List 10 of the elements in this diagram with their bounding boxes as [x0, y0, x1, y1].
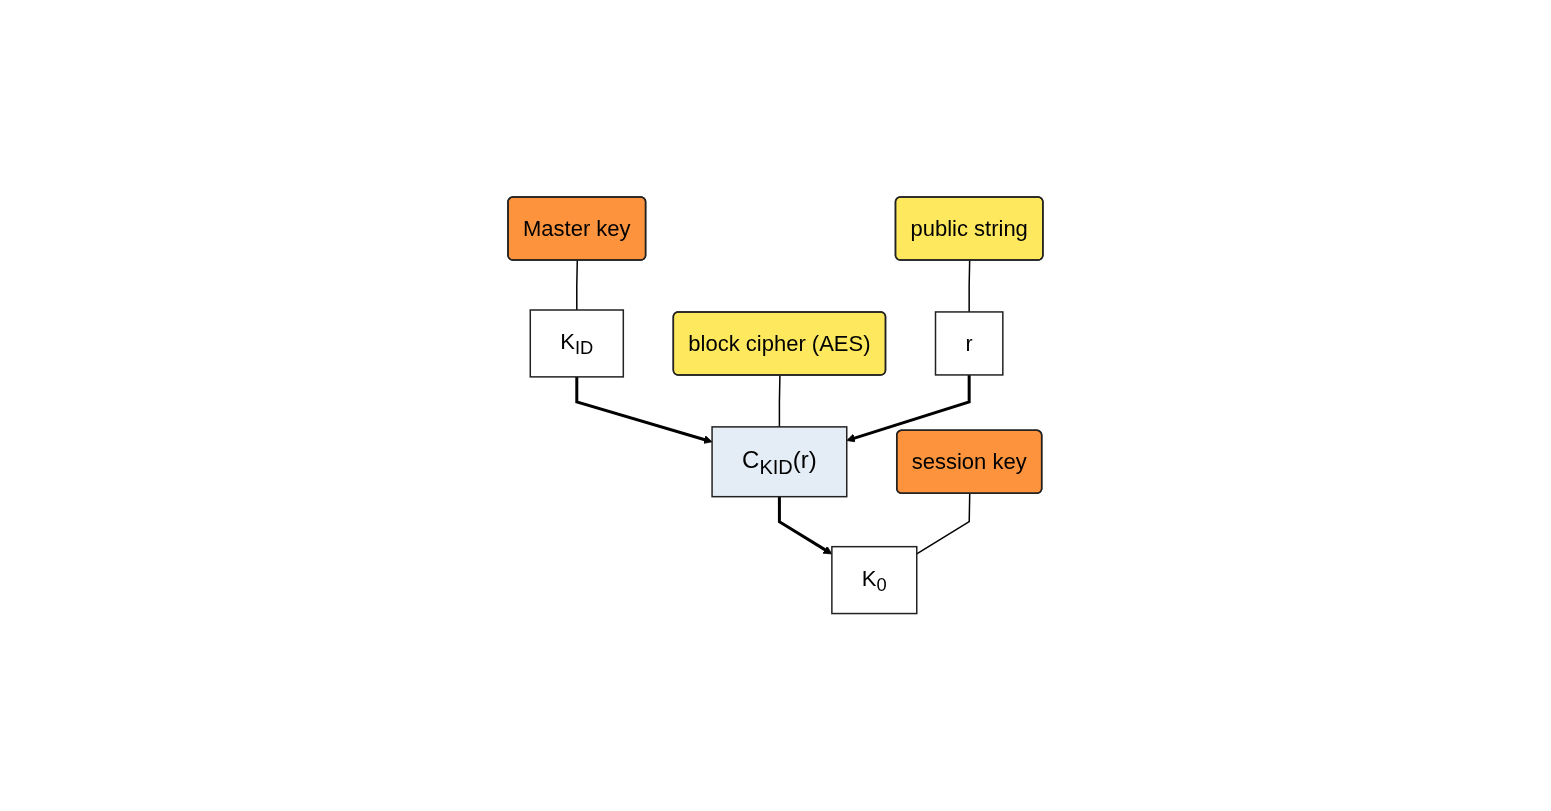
node-box: K$_{ID}$	[529, 309, 625, 378]
node-box: K$_{0}$	[831, 546, 918, 615]
arrow	[846, 375, 971, 443]
connector	[968, 259, 971, 313]
node-box: r	[934, 311, 1004, 376]
connector	[576, 259, 579, 311]
connector	[778, 374, 781, 428]
connector	[916, 493, 971, 555]
node-box: C$_{KID}$(r)	[711, 426, 848, 498]
arrow	[575, 377, 713, 445]
